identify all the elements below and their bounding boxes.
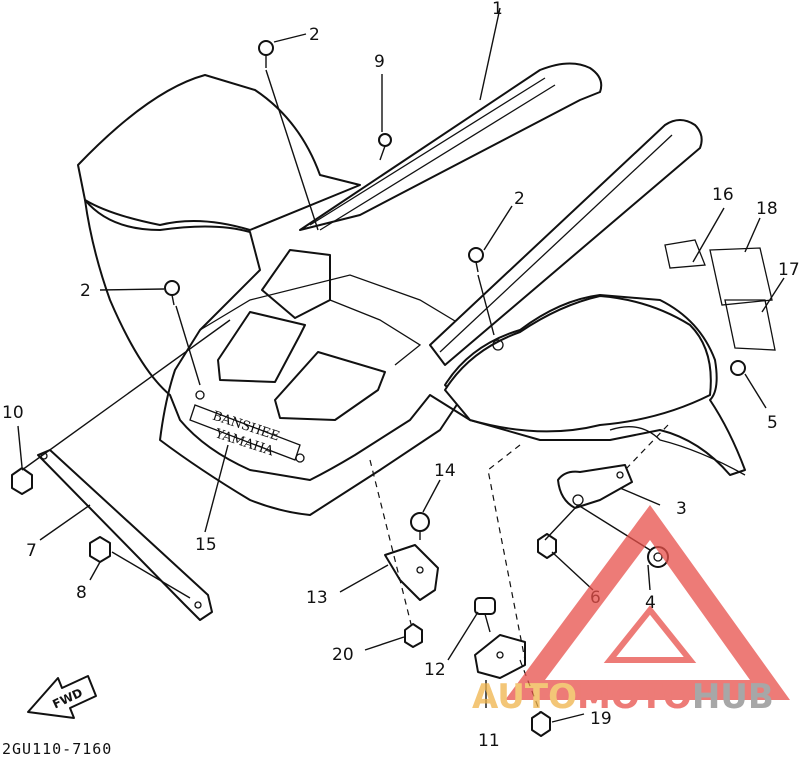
grab-rail-right [429, 119, 703, 366]
grab-rail-left [299, 62, 603, 231]
bracket-11 [474, 634, 526, 679]
decal-18 [709, 247, 773, 306]
watermark-hub: HUB [692, 677, 774, 717]
callout-5: 5 [767, 413, 778, 433]
callout-17: 17 [778, 260, 800, 280]
watermark-triangle-icon [505, 505, 790, 700]
stay-7 [37, 449, 213, 621]
watermark-text: AUTOMOTOHUB [472, 677, 774, 717]
callout-3: 3 [676, 499, 687, 519]
nut-10 [11, 467, 33, 495]
callout-14: 14 [434, 461, 456, 481]
callout-2-mid: 2 [514, 189, 525, 209]
nut-20 [404, 623, 423, 648]
bolt-2-left [164, 280, 180, 306]
callout-4: 4 [645, 593, 656, 613]
bolt-12 [474, 597, 496, 633]
callout-9: 9 [374, 52, 385, 72]
callout-15: 15 [195, 535, 217, 555]
bracket-3 [557, 464, 633, 509]
callout-10: 10 [2, 403, 24, 423]
callout-16: 16 [712, 185, 734, 205]
callout-11: 11 [478, 731, 500, 751]
callout-20: 20 [332, 645, 354, 665]
callout-2-left: 2 [80, 281, 91, 301]
callout-13: 13 [306, 588, 328, 608]
callout-2-top: 2 [309, 25, 320, 45]
watermark-auto: AUTO [472, 677, 577, 717]
callout-8: 8 [76, 583, 87, 603]
bolt-2-mid [468, 247, 484, 273]
nut-8 [89, 536, 111, 563]
bolt-2-top [258, 40, 274, 68]
decal-16 [664, 239, 706, 269]
bracket-13 [384, 544, 439, 601]
drawing-code: 2GU110-7160 [2, 740, 112, 758]
screw-5 [730, 360, 746, 376]
screw-9 [378, 133, 392, 161]
callout-12: 12 [424, 660, 446, 680]
decal-17 [724, 299, 776, 351]
watermark: AUTOMOTOHUB [472, 505, 790, 717]
nut-19 [531, 711, 551, 737]
fwd-arrow: FWD [27, 675, 97, 719]
nut-6 [537, 533, 557, 559]
leader-lines [17, 7, 785, 723]
watermark-moto: MOTO [577, 677, 692, 717]
callout-18: 18 [756, 199, 778, 219]
bolt-14 [410, 512, 430, 540]
callout-19: 19 [590, 709, 612, 729]
callout-7: 7 [26, 541, 37, 561]
callout-1: 1 [492, 0, 503, 19]
